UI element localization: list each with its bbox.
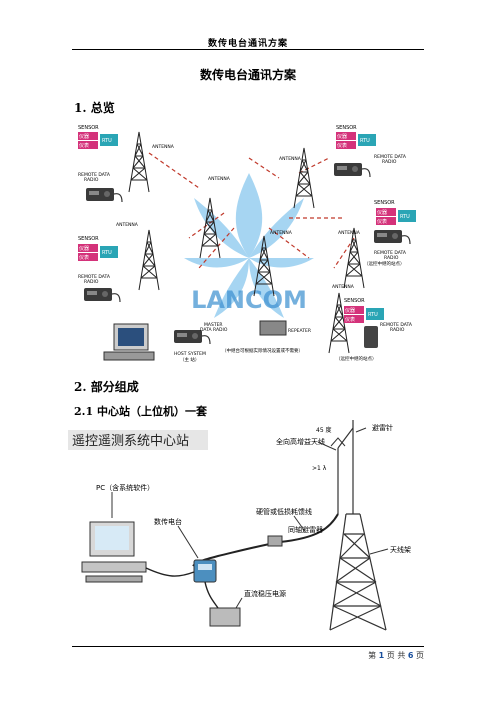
svg-text:SENSOR: SENSOR <box>336 125 357 131</box>
remote-radio-2 <box>333 162 371 178</box>
header-divider <box>72 49 424 50</box>
remote-radio-3 <box>373 229 411 245</box>
svg-text:仪器: 仪器 <box>79 134 89 140</box>
center-station-figure: 遥控遥测系统中心站 45 度 避雷针 全向高增益天线 >1 λ 天线架 硬管或低… <box>68 420 411 631</box>
svg-text:HOST SYSTEM: HOST SYSTEM <box>174 351 206 357</box>
svg-text:RTU: RTU <box>400 214 410 220</box>
overview-network-figure: LANCOM SENSOR 仪器 仪表 RTU ANTENNA REMOTE D… <box>78 125 416 363</box>
data-radio-unit <box>193 559 217 583</box>
feeder-cable <box>192 513 339 567</box>
svg-text:ANTENNA: ANTENNA <box>270 230 293 236</box>
svg-text:ANTENNA: ANTENNA <box>116 222 139 228</box>
svg-text:DATA RADIO: DATA RADIO <box>200 327 228 333</box>
svg-text:RADIO: RADIO <box>390 327 405 333</box>
pc-case <box>81 561 147 573</box>
svg-text:仪表: 仪表 <box>337 142 347 149</box>
svg-text:同轴避雷器: 同轴避雷器 <box>288 525 323 534</box>
svg-text:仪表: 仪表 <box>79 142 89 149</box>
antenna-mast-tower <box>329 420 387 631</box>
antenna-tower-top-left <box>128 131 150 193</box>
svg-text:仪器: 仪器 <box>337 134 347 140</box>
svg-text:REMOTE DATA: REMOTE DATA <box>380 322 413 328</box>
svg-text:MASTER: MASTER <box>204 322 223 328</box>
antenna-tower-right <box>343 227 365 289</box>
coax-arrester <box>267 535 283 547</box>
antenna-tower-mid-left <box>138 229 160 291</box>
svg-text:仪器: 仪器 <box>79 246 89 252</box>
section-center-station-heading: 2.1 中心站（上位机）一套 <box>74 405 207 418</box>
svg-text:RTU: RTU <box>102 250 112 256</box>
svg-text:数传电台: 数传电台 <box>154 517 182 526</box>
angle-marker <box>330 437 346 447</box>
svg-text:RADIO: RADIO <box>84 279 99 285</box>
svg-text:ANTENNA: ANTENNA <box>152 144 175 150</box>
svg-text:避雷针: 避雷针 <box>372 423 393 432</box>
svg-text:RADIO: RADIO <box>384 255 399 261</box>
pc-keyboard <box>85 575 143 583</box>
svg-text:（主 站）: （主 站） <box>180 356 199 363</box>
svg-text:REMOTE DATA: REMOTE DATA <box>374 154 407 160</box>
svg-text:RADIO: RADIO <box>84 177 99 183</box>
remote-radio-5 <box>364 326 378 348</box>
radio-links <box>148 152 355 269</box>
dc-power-supply <box>209 607 241 627</box>
svg-text:（远控中继的站点）: （远控中继的站点） <box>364 260 405 267</box>
svg-text:（中继台可根据实际情况设置或不需要）: （中继台可根据实际情况设置或不需要） <box>222 347 303 354</box>
host-keyboard <box>103 351 155 361</box>
svg-text:仪器: 仪器 <box>377 210 387 216</box>
svg-text:PC（含系统软件）: PC（含系统软件） <box>96 483 154 492</box>
svg-text:SENSOR: SENSOR <box>344 298 365 304</box>
svg-text:直流稳压电源: 直流稳压电源 <box>244 589 286 598</box>
svg-text:REPEATER: REPEATER <box>288 328 311 334</box>
svg-text:SENSOR: SENSOR <box>374 200 395 206</box>
svg-text:REMOTE DATA: REMOTE DATA <box>78 274 111 280</box>
svg-text:（远控中继的站点）: （远控中继的站点） <box>336 355 377 362</box>
svg-text:仪器: 仪器 <box>345 308 355 314</box>
remote-radio-4 <box>83 287 121 303</box>
page-header: 数传电台通讯方案 <box>207 39 288 49</box>
svg-text:仪表: 仪表 <box>345 316 355 323</box>
svg-text:硬管或低损耗馈线: 硬管或低损耗馈线 <box>256 507 312 516</box>
svg-text:RTU: RTU <box>102 138 112 144</box>
svg-text:全向高增益天线: 全向高增益天线 <box>276 437 325 446</box>
repeater-unit <box>259 320 287 336</box>
remote-radio-1 <box>85 187 123 203</box>
svg-text:RADIO: RADIO <box>382 159 397 165</box>
svg-text:ANTENNA: ANTENNA <box>279 156 302 162</box>
svg-text:REMOTE DATA: REMOTE DATA <box>78 172 111 178</box>
svg-text:SENSOR: SENSOR <box>78 236 99 242</box>
lancom-logo-text: LANCOM <box>191 286 307 314</box>
svg-text:仪表: 仪表 <box>377 218 387 225</box>
svg-text:ANTENNA: ANTENNA <box>338 230 361 236</box>
footer-divider <box>72 646 424 647</box>
document-title: 数传电台通讯方案 <box>199 68 296 82</box>
svg-text:RTU: RTU <box>368 312 378 318</box>
svg-text:天线架: 天线架 <box>390 545 411 554</box>
svg-text:仪表: 仪表 <box>79 254 89 261</box>
svg-text:45 度: 45 度 <box>316 426 332 434</box>
fig2-title: 遥控遥测系统中心站 <box>72 434 189 449</box>
svg-text:ANTENNA: ANTENNA <box>332 284 355 290</box>
page-footer: 第 1 页 共 6 页 <box>368 651 424 660</box>
section-overview-heading: 1. 总览 <box>74 101 115 115</box>
sensor-label-1: SENSOR <box>78 125 99 131</box>
svg-text:ANTENNA: ANTENNA <box>208 176 231 182</box>
svg-text:REMOTE DATA: REMOTE DATA <box>374 250 407 256</box>
svg-text:RTU: RTU <box>360 138 370 144</box>
fig2-title-bg <box>68 430 208 450</box>
svg-text:>1 λ: >1 λ <box>312 465 327 472</box>
section-components-heading: 2. 部分组成 <box>74 380 139 394</box>
